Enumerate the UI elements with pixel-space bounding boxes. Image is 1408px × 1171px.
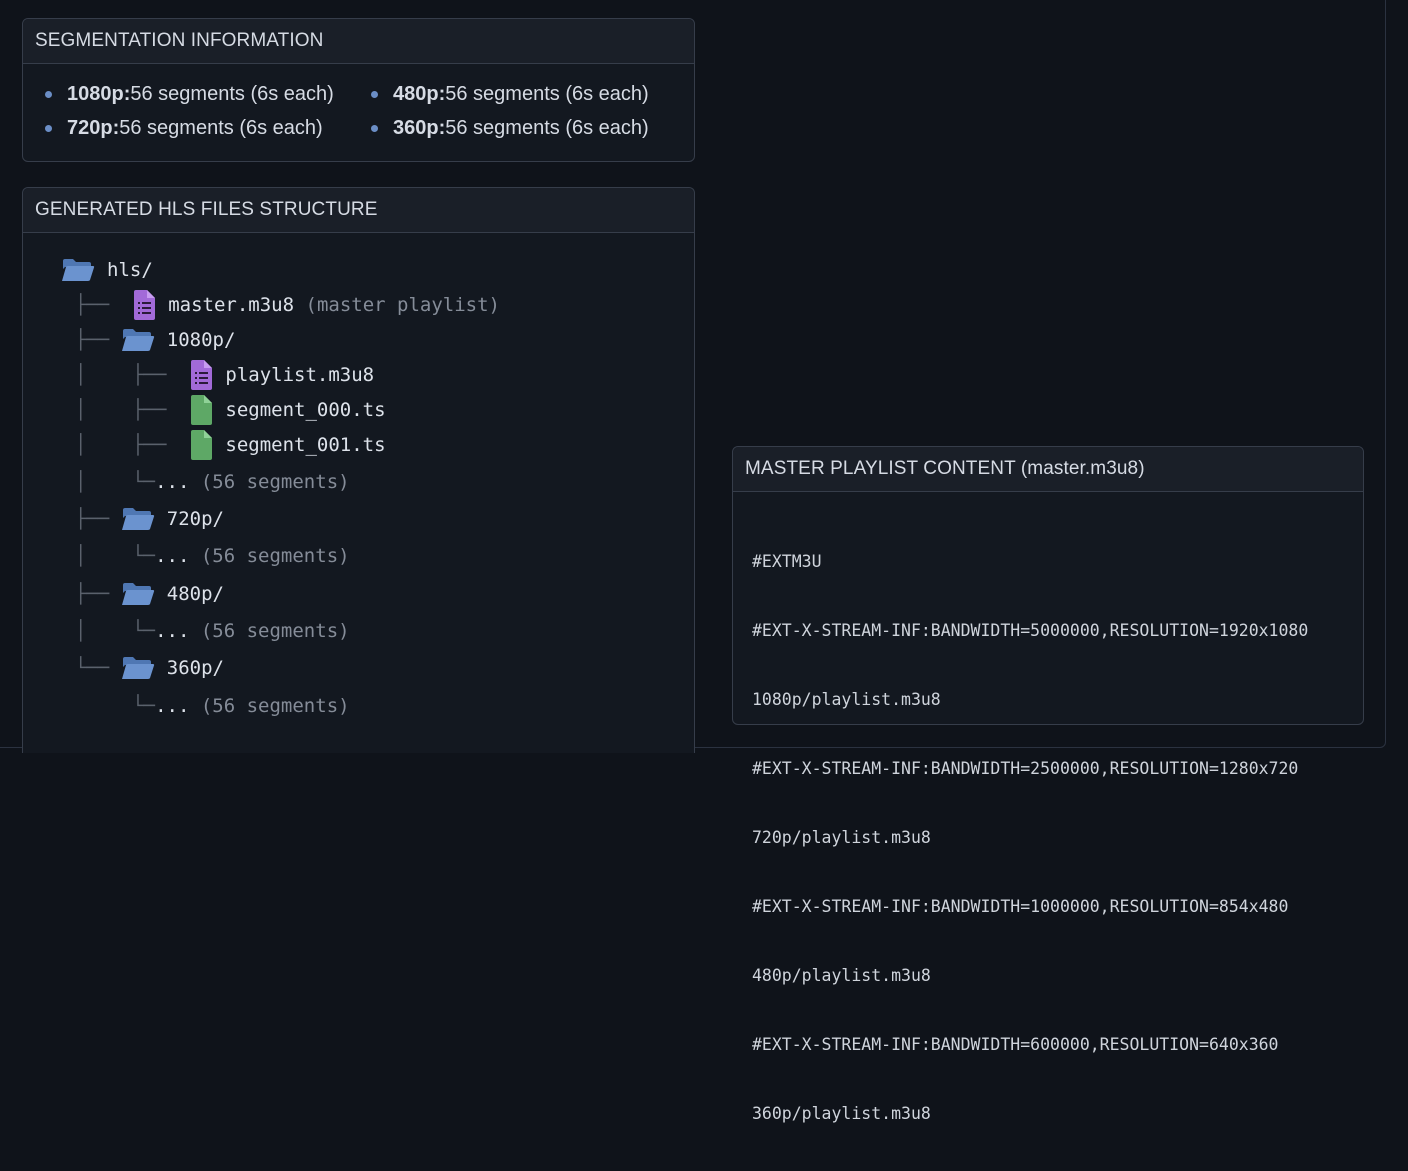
tree-guide: │ └─ [75,620,156,642]
folder-icon [121,581,155,607]
segments-note: (56 segments) [200,471,350,493]
tree-row-360p[interactable]: └── 360p/ [75,651,224,685]
code-line: #EXT-X-STREAM-INF:BANDWIDTH=5000000,RESO… [752,621,1309,640]
segments-note: (56 segments) [200,545,350,567]
playlist-file-icon [132,290,156,320]
tree-guide: ├── [75,294,133,316]
code-line: 360p/playlist.m3u8 [752,1104,931,1123]
segmentation-detail: 56 segments (6s each) [445,83,649,105]
tree-row-1080p-more: │ └─... (56 segments) [75,465,350,499]
tree-row-segment-001[interactable]: │ ├── segment_001.ts [75,428,386,462]
folder-icon [121,327,155,353]
tree-guide: └── [75,657,121,679]
tree-row-hls[interactable]: hls/ [61,253,153,287]
folder-name: hls/ [107,259,153,281]
tree-row-720p-more: │ └─... (56 segments) [75,539,350,573]
master-playlist-code: #EXTM3U #EXT-X-STREAM-INF:BANDWIDTH=5000… [733,492,1363,1171]
code-line: 480p/playlist.m3u8 [752,966,931,985]
segmentation-resolution: 720p: [67,117,120,139]
segment-file-icon [189,395,213,425]
tree-row-360p-more: └─... (56 segments) [75,689,350,723]
segment-file-icon [189,430,213,460]
tree-row-master[interactable]: ├── master.m3u8 (master playlist) [75,288,500,322]
segmentation-item: 480p: 56 segments (6s each) [371,83,649,106]
segmentation-resolution: 1080p: [67,83,131,105]
file-name: master.m3u8 [168,294,295,316]
segmentation-item: 1080p: 56 segments (6s each) [45,83,334,106]
file-name: segment_000.ts [225,399,386,421]
segmentation-resolution: 480p: [393,83,446,105]
folder-name: 1080p/ [166,329,236,351]
bullet-icon [45,125,52,132]
tree-guide: │ └─ [75,545,156,567]
segmentation-panel: SEGMENTATION INFORMATION 1080p: 56 segme… [22,18,695,162]
code-line: 1080p/playlist.m3u8 [752,690,941,709]
bullet-icon [371,91,378,98]
folder-icon [121,655,155,681]
segmentation-detail: 56 segments (6s each) [130,83,334,105]
segmentation-detail: 56 segments (6s each) [119,117,323,139]
tree-guide: └─ [75,695,156,717]
folder-name: 360p/ [166,657,224,679]
segmentation-item: 360p: 56 segments (6s each) [371,117,649,140]
master-playlist-title: MASTER PLAYLIST CONTENT (master.m3u8) [733,447,1363,492]
ellipsis: ... [155,695,190,717]
tree-row-playlist[interactable]: │ ├── playlist.m3u8 [75,358,374,392]
segmentation-title: SEGMENTATION INFORMATION [23,19,694,64]
tree-guide: │ ├── [75,434,190,456]
tree-row-segment-000[interactable]: │ ├── segment_000.ts [75,393,386,427]
tree-row-480p-more: │ └─... (56 segments) [75,614,350,648]
files-structure-title: GENERATED HLS FILES STRUCTURE [23,188,694,233]
segments-note: (56 segments) [200,695,350,717]
file-name: segment_001.ts [225,434,386,456]
segmentation-list: 1080p: 56 segments (6s each) 480p: 56 se… [23,64,694,162]
segments-note: (56 segments) [200,620,350,642]
ellipsis: ... [155,620,190,642]
bullet-icon [371,125,378,132]
code-line: #EXT-X-STREAM-INF:BANDWIDTH=600000,RESOL… [752,1035,1279,1054]
tree-row-720p[interactable]: ├── 720p/ [75,502,224,536]
file-name: playlist.m3u8 [225,364,375,386]
tree-guide: ├── [75,583,121,605]
file-note: (master playlist) [305,294,500,316]
master-playlist-panel: MASTER PLAYLIST CONTENT (master.m3u8) #E… [732,446,1364,1123]
folder-name: 480p/ [166,583,224,605]
segmentation-item: 720p: 56 segments (6s each) [45,117,323,140]
tree-guide: │ ├── [75,399,190,421]
folder-icon [61,257,95,283]
tree-guide: ├── [75,329,121,351]
tree-row-480p[interactable]: ├── 480p/ [75,577,224,611]
ellipsis: ... [155,545,190,567]
code-line: #EXT-X-STREAM-INF:BANDWIDTH=2500000,RESO… [752,759,1299,778]
folder-name: 720p/ [166,508,224,530]
bullet-icon [45,91,52,98]
code-line: #EXT-X-STREAM-INF:BANDWIDTH=1000000,RESO… [752,897,1289,916]
code-line: 720p/playlist.m3u8 [752,828,931,847]
segmentation-resolution: 360p: [393,117,446,139]
tree-guide: ├── [75,508,121,530]
tree-row-1080p[interactable]: ├── 1080p/ [75,323,235,357]
playlist-file-icon [189,360,213,390]
segmentation-detail: 56 segments (6s each) [445,117,649,139]
code-line: #EXTM3U [752,552,822,571]
folder-icon [121,506,155,532]
tree-guide: │ └─ [75,471,156,493]
tree-guide: │ ├── [75,364,190,386]
files-structure-panel: GENERATED HLS FILES STRUCTURE hls/ ├── m… [22,187,695,753]
ellipsis: ... [155,471,190,493]
